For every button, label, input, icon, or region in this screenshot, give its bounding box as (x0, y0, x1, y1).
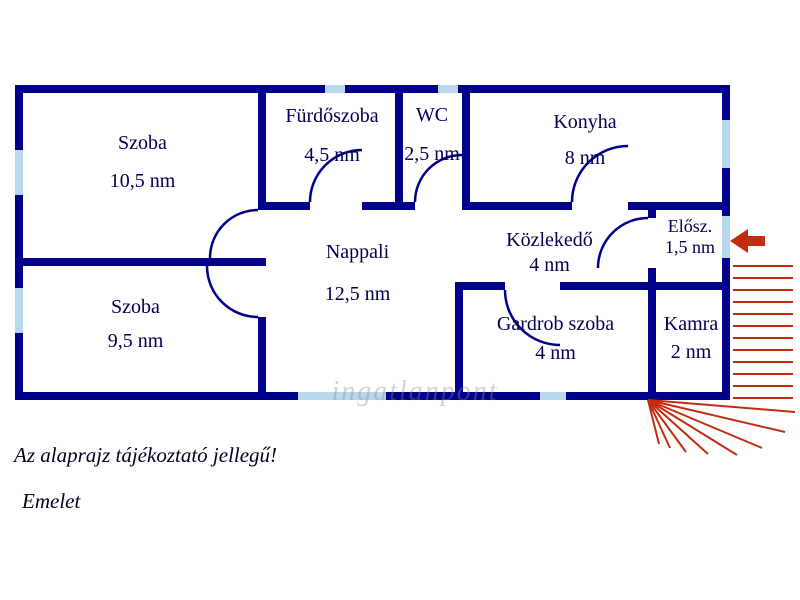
wall-divider-lower (258, 317, 266, 400)
room-name: Szoba (111, 296, 160, 318)
wall-bath-wc (395, 85, 403, 210)
room-label-kozlekedo: Közlekedő 4 nm (472, 229, 627, 277)
wall-bath-b (362, 202, 415, 210)
wall-kitchen-a (462, 202, 572, 210)
window-left-bottom (15, 288, 23, 333)
room-name: WC (415, 104, 449, 126)
room-label-konyha: Konyha 8 nm (500, 111, 670, 170)
watermark: ingatlanpont (331, 376, 499, 407)
room-label-szoba-also: Szoba 9,5 nm (48, 296, 223, 353)
room-name: Elősz. (667, 216, 713, 236)
room-name: Nappali (325, 241, 390, 263)
room-label-kamra: Kamra 2 nm (650, 313, 732, 364)
winder-tread (647, 399, 786, 433)
winder-tread (647, 399, 687, 453)
room-area: 12,5 nm (324, 283, 391, 305)
entrance-door (722, 216, 730, 258)
winder-stairs (647, 399, 796, 456)
wall-divider-upper (258, 85, 266, 210)
winder-tread (647, 399, 763, 449)
door-arc-wardrobe (503, 289, 561, 347)
disclaimer-text: Az alaprajz tájékoztató jellegű! (14, 443, 278, 467)
room-area: 2 nm (670, 341, 712, 363)
door-arc-hall (596, 216, 649, 269)
wall-wardrobe-pantry (648, 282, 656, 400)
room-area: 2,5 nm (404, 143, 460, 165)
room-name: Gardrob szoba (496, 313, 615, 335)
wall-hall-upper (648, 210, 656, 218)
wall-between-bedrooms (15, 258, 266, 266)
wall-wardrobe-top-a (455, 282, 505, 290)
room-label-szoba-felso: Szoba 10,5 nm (55, 132, 230, 193)
room-name: Kamra (663, 313, 719, 335)
door-arc-bathroom (308, 148, 363, 203)
door-arc-wc (413, 153, 463, 203)
door-arc-kitchen (570, 144, 629, 203)
room-name: Konyha (553, 111, 617, 133)
room-name: Fürdőszoba (285, 105, 379, 127)
window-left-top (15, 150, 23, 195)
window-bathroom (325, 85, 345, 93)
room-name: Közlekedő (506, 229, 593, 251)
wall-top (15, 85, 730, 93)
room-area: 4 nm (535, 342, 576, 364)
window-kitchen (722, 120, 730, 168)
room-label-furdoszoba: Fürdőszoba 4,5 nm (268, 105, 396, 167)
windows (15, 85, 730, 400)
winder-tread (647, 399, 738, 456)
room-label-eloszoba: Elősz. 1,5 nm (651, 216, 729, 257)
room-area: 4 nm (529, 254, 570, 276)
room-name: Szoba (118, 132, 167, 154)
room-label-nappali: Nappali 12,5 nm (275, 241, 440, 306)
wall-bath-a (258, 202, 310, 210)
door-arc-bedroom-top (208, 208, 259, 259)
wall-wardrobe-top-b (560, 282, 730, 290)
floor-name: Emelet (22, 489, 81, 513)
room-label-wc: WC 2,5 nm (398, 104, 466, 166)
window-wc (438, 85, 458, 93)
wall-wc-kitchen (462, 85, 470, 210)
wall-hall-lower (648, 268, 656, 282)
room-area: 9,5 nm (107, 330, 164, 352)
wall-wardrobe-left (455, 282, 463, 400)
door-swing-arcs (205, 144, 649, 347)
winder-tread (647, 399, 709, 455)
door-arc-bedroom-bottom (205, 265, 259, 319)
wall-left (15, 85, 23, 400)
window-livingroom (298, 392, 386, 400)
window-wardrobe (540, 392, 566, 400)
room-area: 8 nm (564, 147, 606, 169)
entrance-arrow-icon (730, 229, 765, 253)
winder-tread (647, 399, 796, 413)
room-area: 1,5 nm (664, 237, 715, 257)
stairs (733, 265, 793, 399)
room-label-gardrob: Gardrob szoba 4 nm (458, 313, 653, 365)
winder-tread (647, 399, 660, 445)
wall-kitchen-b (628, 202, 730, 210)
room-area: 10,5 nm (109, 170, 176, 192)
room-area: 4,5 nm (304, 144, 360, 166)
winder-tread (647, 399, 671, 449)
